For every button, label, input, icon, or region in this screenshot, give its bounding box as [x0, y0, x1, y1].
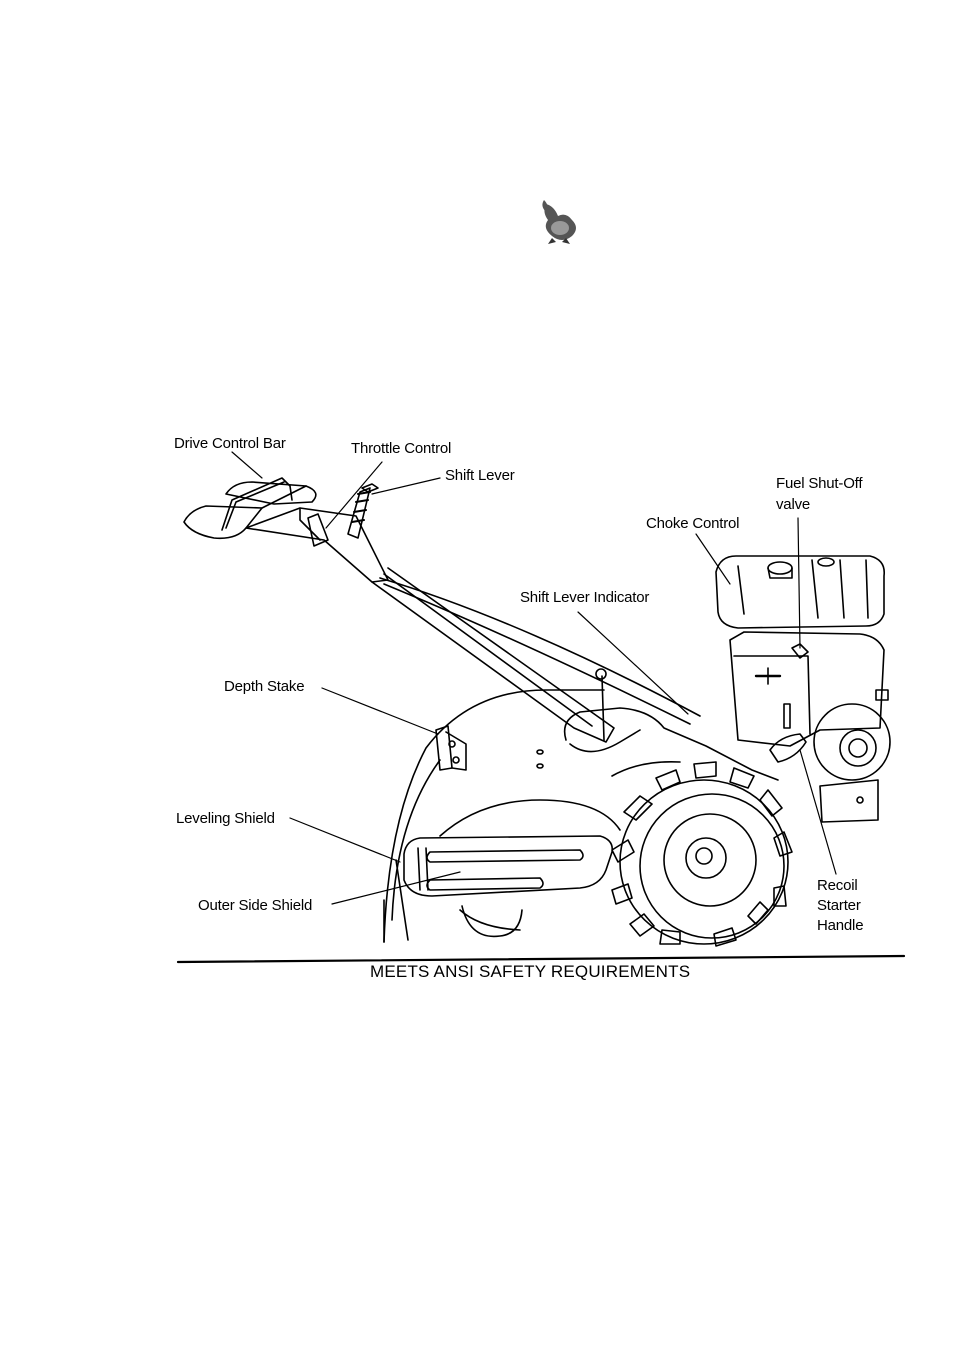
shift-indicator-post	[602, 676, 604, 740]
leveling-shield	[396, 860, 408, 940]
left-grip	[184, 506, 262, 538]
label-drive-control-bar: Drive Control Bar	[174, 434, 286, 454]
label-choke-control: Choke Control	[646, 514, 739, 534]
label-leveling-shield: Leveling Shield	[176, 809, 275, 829]
outer-side-shield	[404, 836, 612, 896]
label-depth-stake: Depth Stake	[224, 677, 304, 697]
caption-ansi: MEETS ANSI SAFETY REQUIREMENTS	[370, 962, 690, 982]
label-outer-side-shield: Outer Side Shield	[198, 896, 312, 916]
shift-lever	[348, 488, 370, 538]
label-shift-lever-indicator: Shift Lever Indicator	[520, 588, 649, 608]
label-throttle-control: Throttle Control	[351, 439, 451, 459]
label-fuel-shutoff-line2: valve	[776, 495, 810, 515]
label-shift-lever: Shift Lever	[445, 466, 515, 486]
recoil-starter-handle	[770, 734, 806, 762]
throttle-control	[308, 514, 328, 546]
label-fuel-shutoff-line1: Fuel Shut-Off	[776, 474, 862, 494]
tine-hood	[384, 690, 604, 942]
engine-body	[730, 632, 884, 746]
label-recoil-line1: Recoil	[817, 876, 857, 896]
label-recoil-line3: Handle	[817, 916, 863, 936]
label-recoil-line2: Starter	[817, 896, 861, 916]
